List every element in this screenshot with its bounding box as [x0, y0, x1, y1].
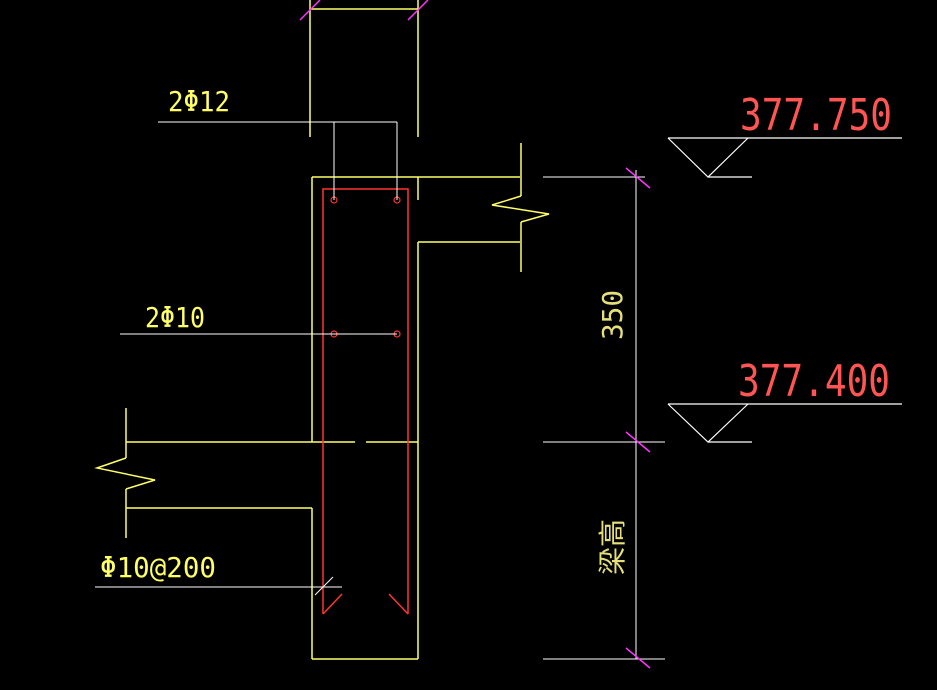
level-marker-bottom — [667, 403, 902, 443]
dimension-lower: 梁高 — [596, 519, 629, 575]
dimension-line — [543, 170, 665, 660]
dimension-ticks — [625, 167, 651, 669]
level-top: 377.750 — [740, 90, 892, 141]
label-stirrup: Φ10@200 — [100, 551, 216, 584]
stirrup-leader-tick — [314, 576, 334, 596]
leader-top-rebar — [158, 121, 398, 200]
upper-column-ticks — [299, 0, 429, 21]
slab-break-right — [491, 143, 550, 272]
label-top-rebar: 2Φ12 — [168, 85, 230, 118]
slab-left — [126, 441, 418, 509]
dimension-upper: 350 — [596, 290, 629, 340]
label-mid-rebar: 2Φ10 — [145, 301, 205, 334]
level-bottom: 377.400 — [738, 356, 890, 407]
beam-outline — [311, 176, 520, 660]
upper-column-outline — [309, 0, 419, 137]
level-marker-top — [667, 137, 902, 178]
slab-break-left — [94, 408, 156, 538]
rebar-dots — [330, 196, 401, 338]
stirrup — [322, 188, 409, 615]
